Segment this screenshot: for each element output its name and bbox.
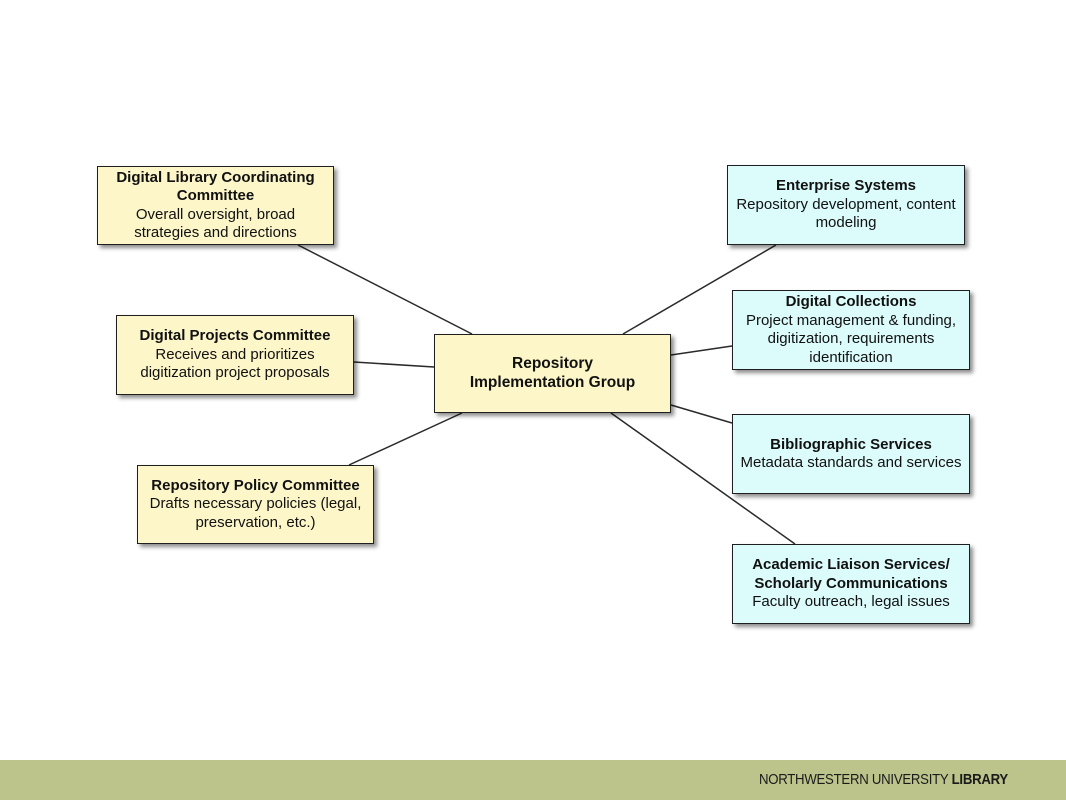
node-enterprise-systems: Enterprise Systems Repository developmen… [727, 165, 965, 245]
connector-rig-bs [670, 404, 733, 424]
connector-rig-als [610, 412, 796, 545]
node-academic-liaison-services: Academic Liaison Services/ Scholarly Com… [732, 544, 970, 624]
footer-bar: NORTHWESTERN UNIVERSITY LIBRARY [0, 760, 1066, 800]
node-title: Repository Policy Committee [151, 476, 360, 494]
center-node-title: Repository Implementation Group [469, 355, 636, 391]
node-title: Digital Projects Committee [139, 327, 331, 345]
node-description: Drafts necessary policies (legal, preser… [149, 495, 362, 531]
northwestern-library-logo: NORTHWESTERN UNIVERSITY LIBRARY [759, 771, 1008, 788]
node-digital-library-coordinating-committee: Digital Library Coordinating Committee O… [97, 166, 334, 245]
connector-rig-dc [670, 345, 733, 356]
connector-rig-es [622, 244, 777, 335]
node-title: Digital Library Coordinating Committee [116, 168, 315, 205]
logo-text-bold: LIBRARY [951, 771, 1009, 788]
connector-rpc-rig [348, 412, 463, 466]
connector-dpc-rig [353, 361, 435, 368]
connector-dlcc-rig [297, 244, 473, 335]
node-bibliographic-services: Bibliographic Services Metadata standard… [732, 414, 970, 494]
node-title: Digital Collections [785, 293, 917, 310]
node-description: Project management & funding, digitizati… [745, 311, 957, 366]
node-description: Repository development, content modeling [736, 195, 956, 232]
node-description: Receives and prioritizes digitization pr… [140, 345, 330, 382]
node-title: Bibliographic Services [770, 435, 932, 453]
node-description: Overall oversight, broad strategies and … [134, 205, 297, 242]
node-description: Metadata standards and services [740, 454, 962, 471]
logo-text: NORTHWESTERN UNIVERSITY [759, 771, 952, 788]
node-repository-implementation-group: Repository Implementation Group [434, 334, 671, 413]
node-title: Enterprise Systems [775, 177, 917, 195]
node-digital-projects-committee: Digital Projects Committee Receives and … [116, 315, 354, 395]
node-description: Faculty outreach, legal issues [752, 593, 950, 611]
node-repository-policy-committee: Repository Policy Committee Drafts neces… [137, 465, 374, 544]
node-digital-collections: Digital Collections Project management &… [732, 290, 970, 370]
node-title: Academic Liaison Services/ Scholarly Com… [752, 556, 950, 592]
